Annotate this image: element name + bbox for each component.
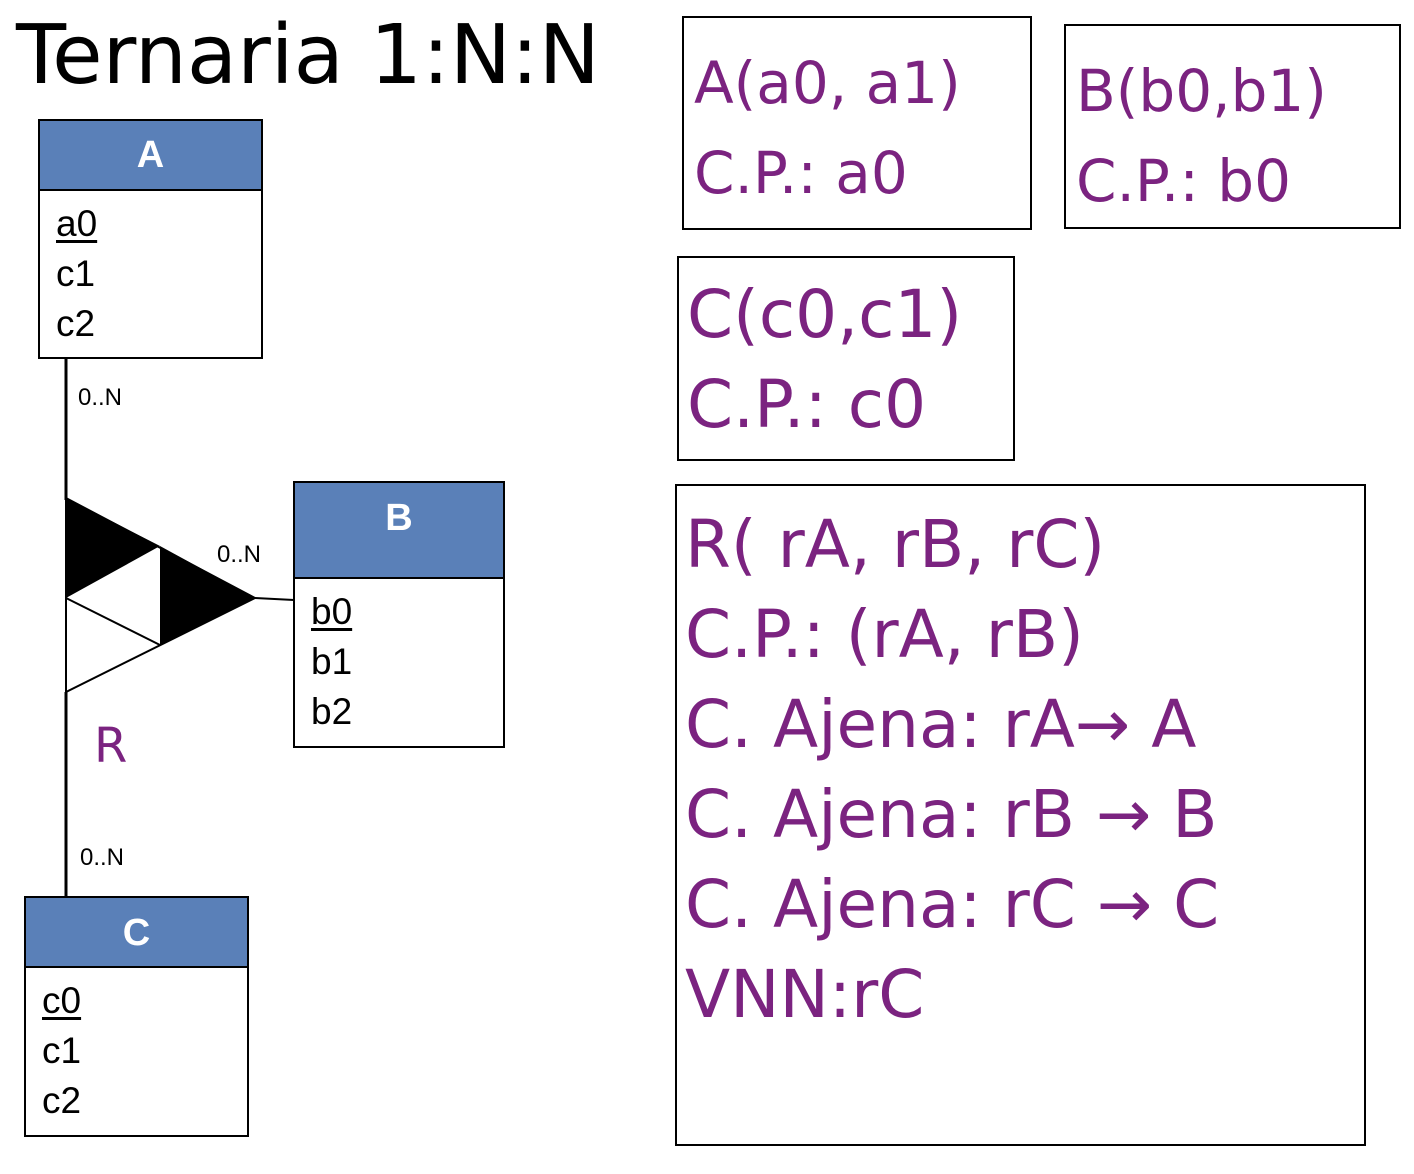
entity-c-attribute: c0 — [42, 980, 82, 1021]
entity-a-attribute: c2 — [56, 303, 96, 344]
entity-a-attribute: a0 — [56, 203, 98, 244]
schema-box-a: A(a0, a1) C.P.: a0 — [682, 16, 1032, 230]
schema-r-line: C.P.: (rA, rB) — [685, 596, 1084, 673]
entity-c-attribute: c2 — [42, 1080, 82, 1121]
entity-a: A a0 c1 c2 — [38, 119, 263, 359]
relationship-fill-b — [160, 546, 255, 645]
entity-a-header: A — [40, 121, 261, 191]
entity-c-attribute: c1 — [42, 1030, 82, 1071]
entity-b-attributes: b0 b1 b2 — [295, 579, 503, 737]
entity-c: C c0 c1 c2 — [24, 896, 249, 1137]
schema-b-line: B(b0,b1) — [1076, 57, 1327, 125]
entity-a-attribute: c1 — [56, 253, 96, 294]
schema-c-line: C(c0,c1) — [687, 276, 963, 353]
schema-r-line: C. Ajena: rA→ A — [685, 686, 1197, 763]
entity-b-header: B — [295, 483, 503, 579]
schema-b-line: C.P.: b0 — [1076, 147, 1292, 215]
relationship-name: R — [94, 718, 128, 774]
schema-a-line: A(a0, a1) — [694, 49, 961, 117]
cardinality-b: 0..N — [217, 541, 262, 568]
schema-box-b: B(b0,b1) C.P.: b0 — [1064, 24, 1401, 229]
schema-r-line: C. Ajena: rB → B — [685, 776, 1218, 853]
relationship-fill-a — [66, 498, 160, 598]
schema-r-line: C. Ajena: rC → C — [685, 866, 1220, 943]
schema-c-line: C.P.: c0 — [687, 366, 927, 443]
relationship-inner-line — [65, 597, 161, 646]
schema-box-c: C(c0,c1) C.P.: c0 — [677, 256, 1015, 461]
schema-a-line: C.P.: a0 — [694, 139, 908, 207]
cardinality-c: 0..N — [80, 844, 125, 871]
entity-c-attributes: c0 c1 c2 — [26, 968, 247, 1126]
entity-a-attributes: a0 c1 c2 — [40, 191, 261, 349]
cardinality-a: 0..N — [78, 384, 123, 411]
schema-box-r: R( rA, rB, rC) C.P.: (rA, rB) C. Ajena: … — [675, 484, 1366, 1146]
schema-r-line: VNN:rC — [685, 956, 925, 1033]
entity-b-attribute: b2 — [311, 691, 353, 732]
schema-r-line: R( rA, rB, rC) — [685, 506, 1106, 583]
entity-b: B b0 b1 b2 — [293, 481, 505, 748]
page-title: Ternaria 1:N:N — [16, 8, 601, 103]
entity-b-attribute: b1 — [311, 641, 353, 682]
entity-c-header: C — [26, 898, 247, 968]
connector-line-b — [254, 597, 295, 601]
entity-b-attribute: b0 — [311, 591, 353, 632]
